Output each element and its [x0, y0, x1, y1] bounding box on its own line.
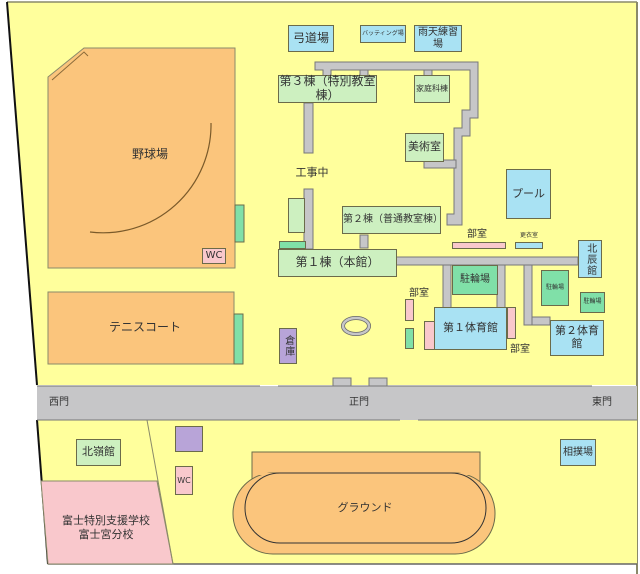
gym-1[interactable]: 第１体育館 [434, 307, 507, 350]
art-room[interactable]: 美術室 [405, 133, 444, 162]
changing-room[interactable] [515, 242, 543, 249]
tennis-court [47, 291, 235, 365]
ground-track [232, 451, 496, 555]
club-room-top[interactable] [452, 242, 506, 249]
club-room-bottom-label: 部室 [510, 344, 530, 356]
bike-parking-3[interactable]: 駐輪場 [580, 292, 605, 313]
ground-label: グラウンド [337, 500, 393, 514]
special-school-label-2: 富士宮分校 [78, 528, 134, 542]
club-room-top-label: 部室 [467, 229, 487, 241]
hokushinkan[interactable]: 北辰館 [578, 240, 602, 278]
building-1-main[interactable]: 第１棟（本館） [278, 249, 397, 277]
rain-practice-hall[interactable]: 雨天練習場 [414, 25, 462, 52]
sumo-ring[interactable]: 相撲場 [560, 439, 596, 466]
building-3[interactable]: 第３棟（特別教室棟） [278, 74, 377, 103]
batting-area[interactable]: バッティング場 [360, 25, 406, 43]
building-2[interactable]: 第２棟（普通教室棟） [342, 206, 443, 234]
bike-parking-1[interactable]: 駐輪場 [452, 265, 498, 295]
bike-parking-small[interactable] [405, 328, 414, 349]
gym-2[interactable]: 第２体育館 [550, 320, 604, 356]
club-room-left-label: 部室 [409, 288, 429, 300]
baseball-field-label: 野球場 [131, 147, 168, 162]
bike-parking-2[interactable]: 駐輪場 [541, 270, 569, 306]
special-school-label-1: 富士特別支援学校 [62, 514, 150, 528]
bike-strip [279, 241, 306, 249]
club-room-left[interactable] [405, 299, 414, 321]
west-gate[interactable]: 西門 [49, 397, 69, 409]
hokureikan[interactable]: 北嶺館 [76, 439, 121, 466]
changing-room-label: 更衣室 [519, 231, 538, 239]
tennis-court-label: テニスコート [108, 320, 181, 335]
purple-storage-south[interactable] [175, 426, 203, 452]
storage[interactable]: 倉庫 [279, 328, 297, 364]
west-boundary-line [6, 1, 38, 386]
small-green-building [288, 198, 305, 233]
kyudojo[interactable]: 弓道場 [288, 25, 334, 52]
club-room-gym-east[interactable] [507, 307, 516, 339]
baseball-wc[interactable]: WC [202, 248, 226, 264]
under-construction-label: 工事中 [295, 165, 329, 179]
east-gate[interactable]: 東門 [592, 397, 612, 409]
baseball-field [47, 47, 236, 269]
main-gate[interactable]: 正門 [349, 397, 369, 409]
pool[interactable]: プール [506, 169, 551, 219]
corridors [303, 61, 579, 326]
south-wc[interactable]: WC [175, 466, 193, 495]
main-road [37, 386, 637, 420]
home-economics-building[interactable]: 家庭科棟 [414, 75, 450, 103]
